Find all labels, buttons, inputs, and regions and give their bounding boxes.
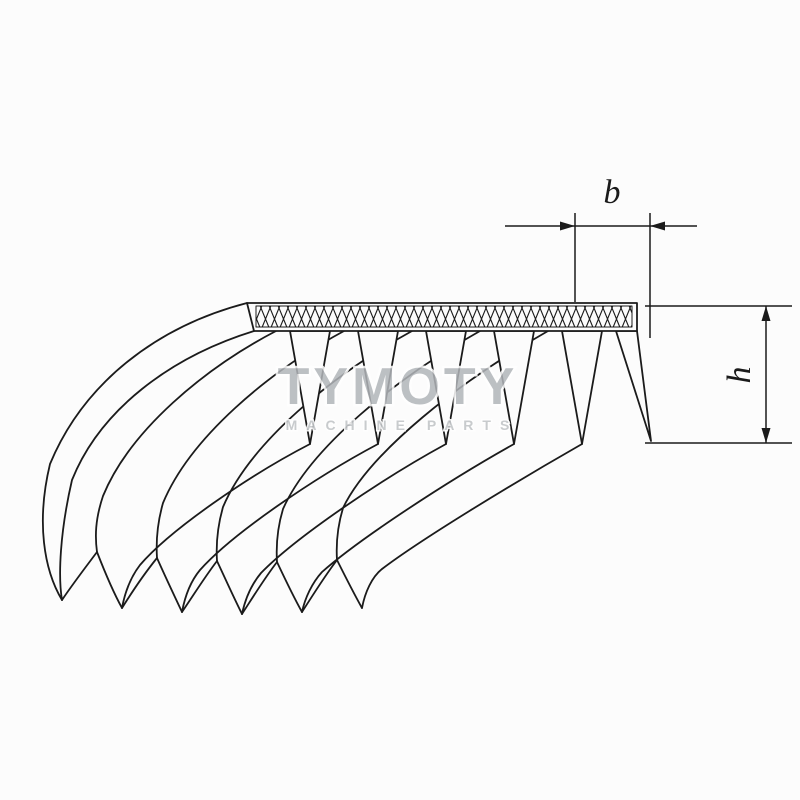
dim-b-arrow-icon <box>650 221 665 231</box>
belt-cord-hatch-band <box>255 305 633 328</box>
belt-groove-curve <box>155 330 345 559</box>
belt-back-outer-curve <box>41 302 248 601</box>
belt-bottom-notch-edge <box>181 560 218 613</box>
belt-right-end-face <box>615 330 652 442</box>
watermark-subtitle: MACHINE PARTS <box>286 417 519 433</box>
belt-groove-curve <box>215 330 413 562</box>
belt-bottom-notch-edge <box>96 551 123 609</box>
belt-bottom-notch-edge <box>61 551 98 601</box>
belt-bottom-notch-edge <box>241 561 278 615</box>
belt-rib-crest-curve <box>241 443 447 615</box>
belt-groove-curve <box>335 330 549 561</box>
belt-rib-crest-curve <box>181 443 379 613</box>
dim-h-arrow-icon <box>761 428 771 443</box>
dim-h-arrow-icon <box>761 306 771 321</box>
watermark: TYMOTY MACHINE PARTS <box>275 356 519 435</box>
belt-bottom-notch-edge <box>276 561 303 613</box>
belt-bottom-notch-edge <box>336 559 363 609</box>
dimension-b: b <box>505 174 697 338</box>
belt-rib-tooth <box>561 330 603 445</box>
dimension-b-label: b <box>604 174 621 211</box>
belt-groove-curve <box>275 330 481 563</box>
dimension-h: h <box>645 305 792 444</box>
belt-bottom-notch-edge <box>121 557 158 609</box>
belt-bottom-notch-edge <box>301 559 338 613</box>
belt-back-inner-curve <box>59 330 255 601</box>
belt-rib-crest-curve <box>121 443 311 609</box>
belt-rib-crest-curve <box>301 443 515 613</box>
dim-b-arrow-icon <box>560 221 575 231</box>
belt-bottom-notch-edge <box>216 560 243 615</box>
watermark-title: TYMOTY <box>278 358 519 416</box>
dimension-h-label: h <box>721 367 758 384</box>
belt-bottom-notch-edge <box>156 557 183 613</box>
belt-rib-crest-curve <box>361 443 583 609</box>
belt-drawing <box>41 302 652 615</box>
belt-groove-curve <box>95 330 277 553</box>
